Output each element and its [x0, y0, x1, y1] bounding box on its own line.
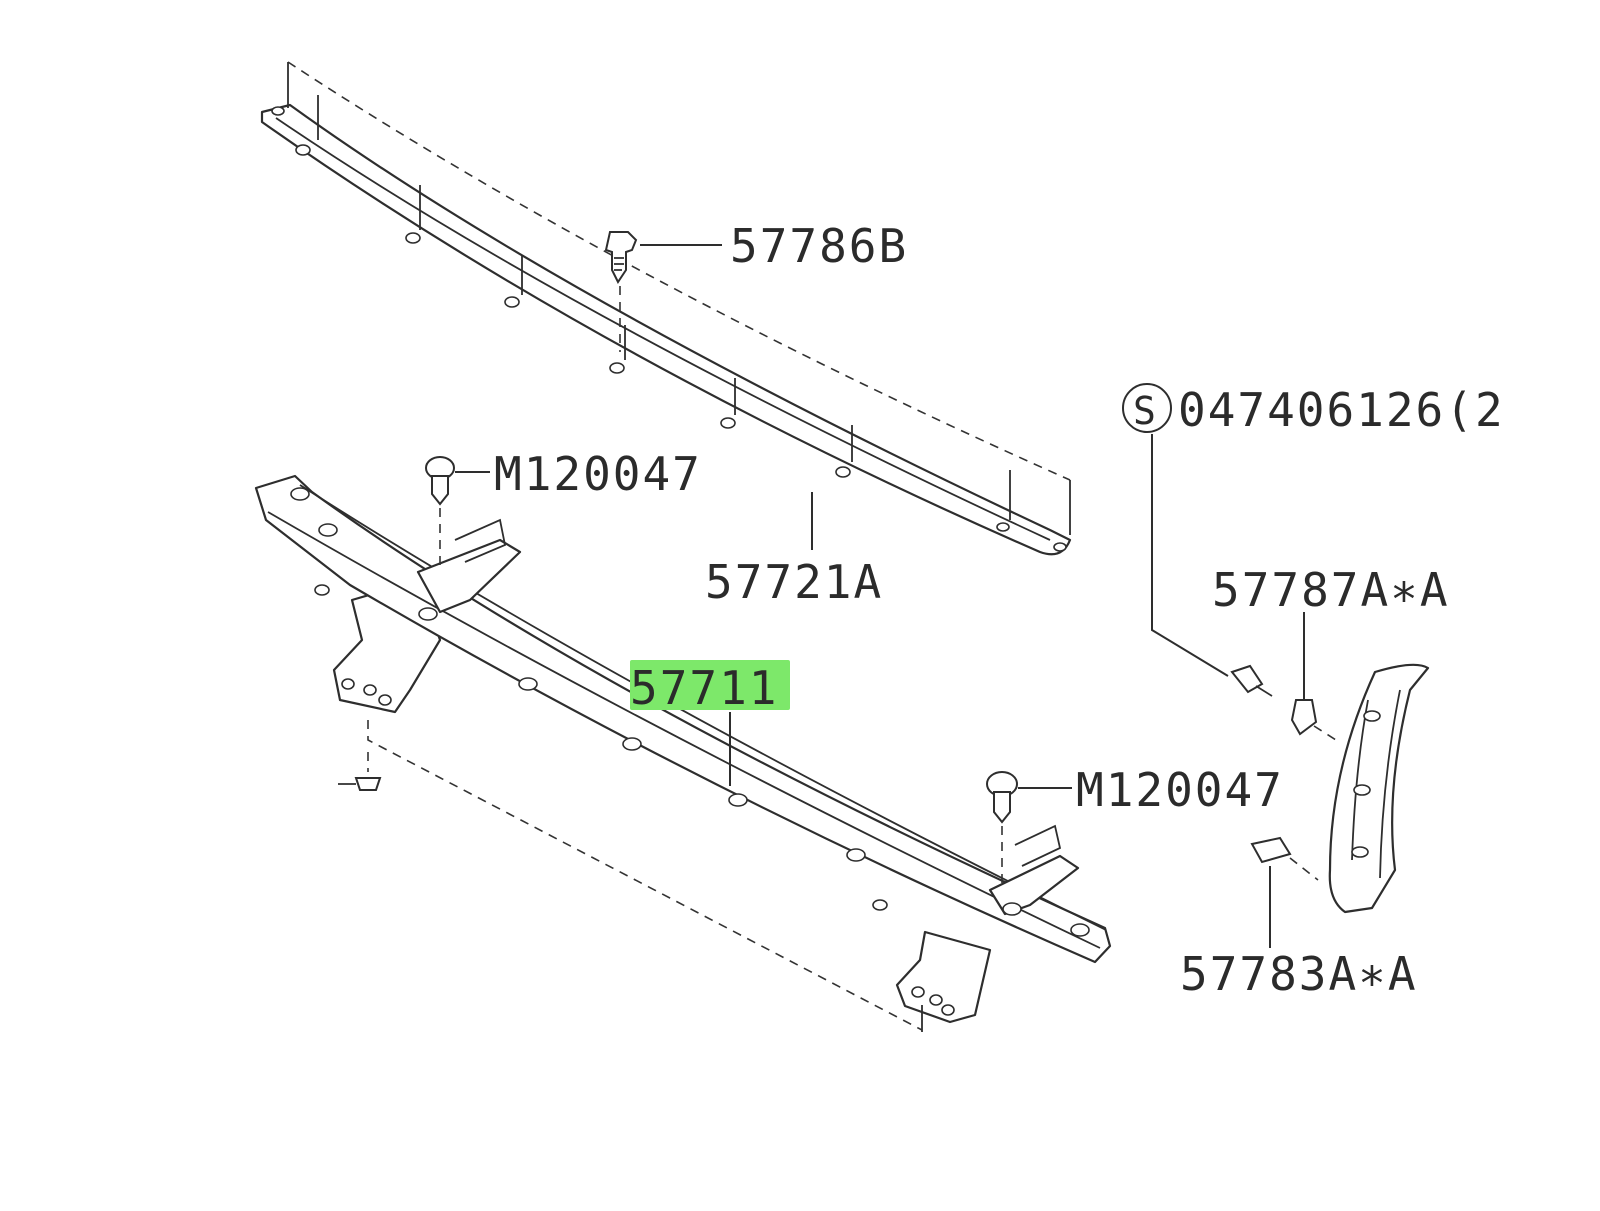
- beam-label-highlight: [630, 660, 790, 710]
- label-57721a: 57721A: [705, 555, 883, 609]
- bumper-beam: [254, 474, 1112, 1032]
- bracket-nut-icon: [1250, 836, 1319, 881]
- clip-m120047-left-icon: [425, 456, 507, 570]
- screw-s-mark: S: [1133, 389, 1158, 433]
- label-57711: 57711: [630, 661, 778, 715]
- bolt-57786b-icon: [604, 231, 638, 352]
- label-57787a-a: 57787A∗A: [1212, 563, 1450, 617]
- clip-m120047-right-icon: [986, 771, 1062, 886]
- label-57786b: 57786B: [730, 219, 908, 273]
- upper-absorber-holes: [271, 106, 1067, 552]
- upper-absorber-strip: [260, 61, 1072, 556]
- upper-absorber-guide-lines: [287, 61, 1071, 535]
- beam-right-bracket: [895, 930, 992, 1024]
- label-m120047-right: M120047: [1076, 763, 1284, 817]
- beam-lower-nut-icon: [354, 777, 382, 791]
- label-m120047-left: M120047: [494, 447, 702, 501]
- screw-icon: S: [1122, 383, 1172, 433]
- beam-left-mount: [416, 538, 522, 614]
- screw-part-icon: [1230, 664, 1273, 697]
- label-57783a-a: 57783A∗A: [1180, 947, 1418, 1001]
- leader-screw: [1151, 434, 1229, 677]
- label-047406126-2: 047406126(2: [1178, 383, 1505, 437]
- beam-holes: [290, 487, 1090, 937]
- bracket-clip-icon: [1290, 699, 1337, 741]
- beam-lower-guide: [367, 720, 923, 1031]
- side-bracket: [1328, 663, 1430, 914]
